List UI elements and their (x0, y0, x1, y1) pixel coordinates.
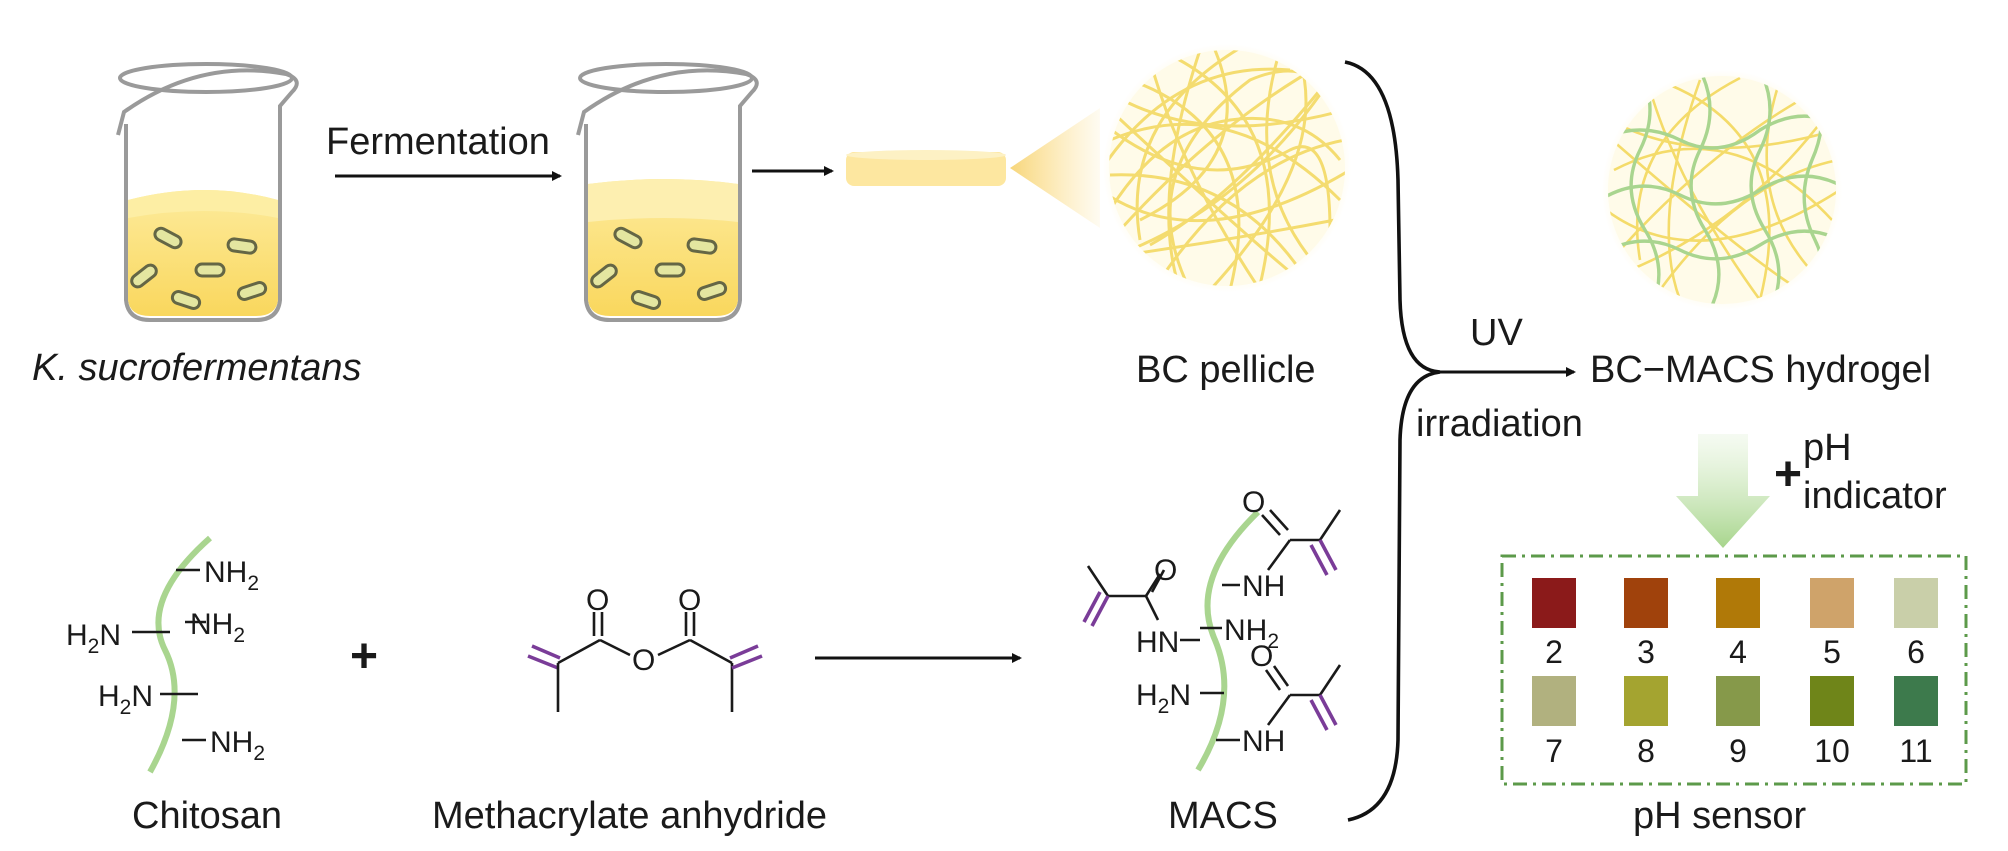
fermentation-label: Fermentation (326, 121, 550, 163)
svg-text:H2N: H2N (98, 680, 153, 719)
svg-text:O: O (1250, 640, 1273, 673)
svg-text:O: O (586, 584, 609, 617)
svg-text:H2N: H2N (1136, 679, 1191, 718)
irradiation-label: irradiation (1416, 403, 1583, 445)
ph-swatch-3 (1624, 578, 1668, 628)
ph-label: pH (1803, 427, 1852, 469)
ph-swatch-9 (1716, 676, 1760, 726)
beaker-with-bacteria (116, 62, 299, 322)
svg-text:O: O (632, 644, 655, 677)
ph-swatch-7 (1532, 676, 1576, 726)
hydrogel-label: BC−MACS hydrogel (1590, 349, 1931, 391)
uv-label: UV (1470, 312, 1523, 354)
bc-macs-hydrogel-network (1602, 70, 1842, 310)
ph-swatch-8 (1624, 676, 1668, 726)
svg-text:O: O (1154, 554, 1177, 587)
bc-pellicle-network (1103, 44, 1351, 292)
reaction-plus-sign: + (350, 630, 378, 683)
ph-swatch-10 (1810, 676, 1854, 726)
svg-text:NH2: NH2 (210, 726, 265, 765)
bc-pellicle-disc (846, 150, 1006, 186)
ph-value-9: 9 (1729, 733, 1747, 769)
ph-value-4: 4 (1729, 634, 1747, 670)
svg-text:NH: NH (1242, 570, 1285, 603)
anhydride-label: Methacrylate anhydride (432, 795, 827, 837)
chitosan-label: Chitosan (132, 795, 282, 837)
ph-swatch-2 (1532, 578, 1576, 628)
indicator-plus-sign: + (1774, 448, 1802, 501)
zoom-cone (1010, 108, 1100, 228)
ph-swatch-11 (1894, 676, 1938, 726)
macs-label: MACS (1168, 795, 1278, 837)
bacteria-cells (130, 226, 268, 310)
ph-value-5: 5 (1823, 634, 1841, 670)
ph-swatch-4 (1716, 578, 1760, 628)
ph-sensor-box (1500, 554, 1968, 786)
svg-text:NH2: NH2 (204, 556, 259, 595)
svg-text:O: O (678, 584, 701, 617)
svg-text:NH: NH (1242, 725, 1285, 758)
indicator-label: indicator (1803, 475, 1947, 517)
organism-label: K. sucrofermentans (32, 347, 361, 389)
fermented-beaker (576, 62, 759, 322)
chitosan-structure: NH2 NH2 H2N H2N NH2 (66, 535, 265, 774)
svg-text:NH2: NH2 (190, 608, 245, 647)
methacrylate-anhydride-structure: O O O (527, 584, 763, 712)
ph-value-3: 3 (1637, 634, 1655, 670)
ph-swatch-5 (1810, 578, 1854, 628)
ph-value-2: 2 (1545, 634, 1563, 670)
bacteria-cells (590, 226, 728, 310)
macs-structure: NH O HN O NH2 H2N NH O (1082, 486, 1342, 772)
bc-pellicle-label: BC pellicle (1136, 349, 1316, 391)
svg-text:O: O (1242, 486, 1265, 519)
svg-text:NH2: NH2 (1224, 614, 1279, 653)
indicator-down-arrow (1676, 434, 1770, 548)
ph-value-8: 8 (1637, 733, 1655, 769)
ph-value-7: 7 (1545, 733, 1563, 769)
svg-text:H2N: H2N (66, 619, 121, 658)
ph-color-scale: 2 3 4 5 6 7 8 9 10 11 (1532, 578, 1938, 769)
merge-brace (1344, 60, 1441, 822)
ph-swatch-6 (1894, 578, 1938, 628)
ph-sensor-label: pH sensor (1633, 795, 1807, 837)
ph-value-10: 10 (1814, 733, 1850, 769)
ph-value-6: 6 (1907, 634, 1925, 670)
ph-value-11: 11 (1899, 733, 1932, 769)
svg-text:HN: HN (1136, 626, 1179, 659)
